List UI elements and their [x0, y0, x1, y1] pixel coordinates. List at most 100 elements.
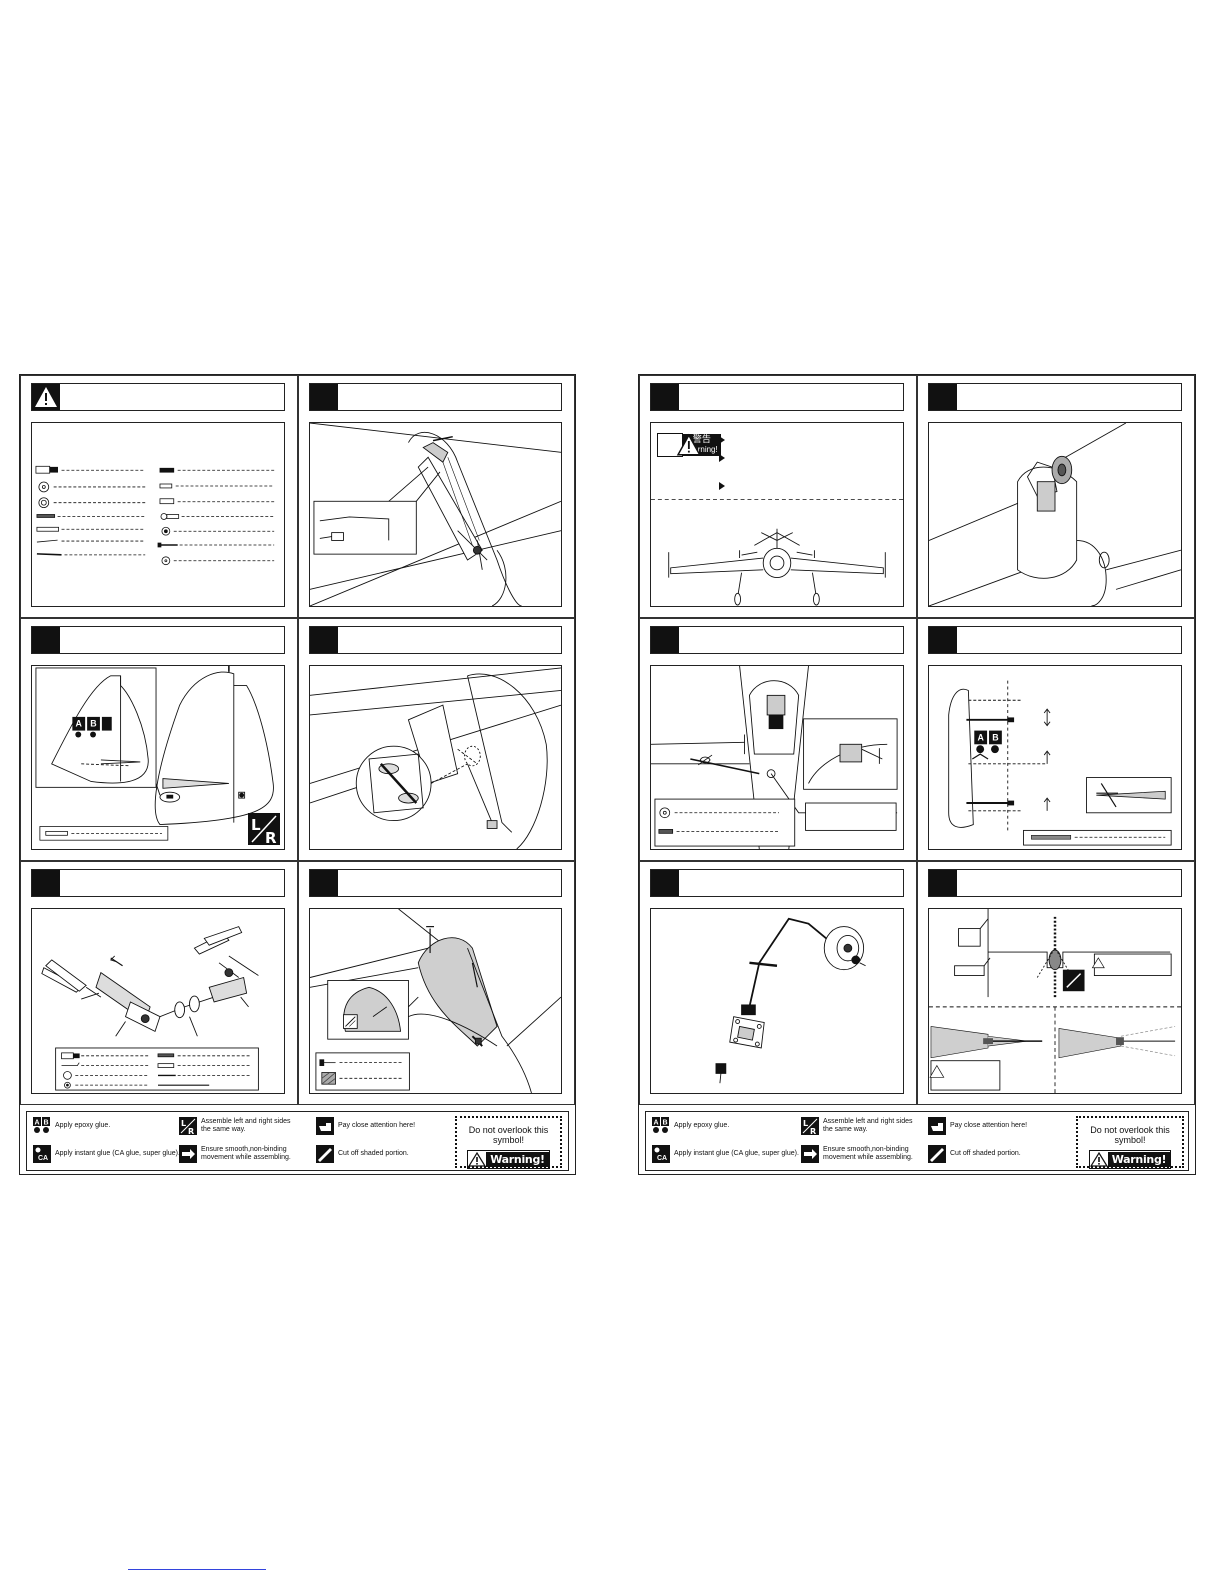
main-gear-drawing: [715, 917, 866, 1084]
step-cell-main-gear: [639, 861, 917, 1105]
svg-text:B: B: [43, 1120, 48, 1127]
svg-text:A: A: [653, 1120, 658, 1127]
legend-item: Cut off shaded portion.: [928, 1145, 1021, 1163]
step-number-block: [32, 627, 60, 653]
ab-epoxy-icon: A B: [971, 730, 1002, 760]
step-header: [31, 626, 285, 654]
bullet-arrow-icon: [719, 482, 725, 490]
tail-cone-drawing: [310, 909, 561, 1093]
bullet-arrow-icon: [719, 436, 725, 444]
step-header: [928, 383, 1182, 411]
step-number-block: [310, 870, 338, 896]
tail-cone-illustration: [309, 908, 562, 1094]
svg-text:B: B: [662, 1120, 667, 1127]
smooth-movement-icon: [801, 1145, 819, 1163]
step-header: [309, 626, 562, 654]
ab-epoxy-icon: A B: [652, 1117, 669, 1133]
step-header: [31, 383, 285, 411]
legend-item: A B Apply epoxy glue.: [33, 1117, 110, 1135]
footer-link-underline[interactable]: [128, 1569, 266, 1570]
warning-triangle-icon: [676, 433, 701, 456]
step-header: [650, 869, 904, 897]
symbol-legend: A B Apply epoxy glue. L R Assemble left …: [645, 1111, 1189, 1171]
step-number-block: [32, 870, 60, 896]
step-number-block: [929, 870, 957, 896]
warning-cn-label: 警告: [692, 435, 711, 445]
svg-text:R: R: [188, 1127, 194, 1135]
parts-list-drawing: [35, 465, 275, 566]
step-number-block: [310, 384, 338, 410]
step-header: [31, 869, 285, 897]
svg-text:L: L: [251, 816, 261, 834]
legend-item: L R Assemble left and right sides the sa…: [801, 1117, 913, 1135]
svg-text:A: A: [34, 1120, 39, 1127]
aileron-hinges-drawing: A B: [948, 680, 1172, 846]
cut-shaded-icon: [316, 1145, 334, 1163]
gear-mount-drawing: [651, 666, 898, 849]
warning-label: Warning!: [486, 1152, 549, 1167]
warning-triangle-icon: [1089, 1152, 1108, 1167]
svg-text:A: A: [977, 732, 984, 742]
tail-wheel-illustration: [928, 422, 1182, 607]
lr-symbol-icon: L R: [248, 813, 280, 845]
warning-triangle-icon: [32, 384, 60, 410]
step-number-block: [929, 384, 957, 410]
parts-list-panel: [31, 422, 285, 607]
step-cell-stabilizer-hinge: [298, 618, 575, 861]
svg-text:B: B: [992, 732, 998, 742]
ab-epoxy-icon: A B: [33, 1117, 50, 1133]
step-number-block: [651, 870, 679, 896]
legend-item: Pay close attention here!: [316, 1117, 415, 1135]
legend-item: CA Apply instant glue (CA glue, super gl…: [652, 1145, 799, 1163]
cut-shaded-icon: [928, 1145, 946, 1163]
step-cell-pushrod: [20, 861, 298, 1105]
warning-label: Warning!: [1107, 1152, 1171, 1167]
warning-symbol-box: Do not overlook this symbol! Warning!: [1076, 1116, 1184, 1169]
tail-wheel-drawing: [929, 423, 1181, 606]
ca-glue-icon: CA: [33, 1145, 51, 1163]
right-page: 警告 Warning!: [638, 374, 1196, 1175]
tail-assembly-drawing: [310, 423, 561, 606]
pushrod-drawing: [41, 926, 259, 1091]
aileron-hinges-illustration: A B: [928, 665, 1182, 850]
warning-box-title: Do not overlook this symbol!: [468, 1125, 549, 1145]
step-cell-parts-list: [20, 375, 298, 618]
step-header: [309, 383, 562, 411]
step-cell-tail-assembly: [298, 375, 575, 618]
bullet-arrow-icon: [719, 454, 725, 462]
step-header: [650, 626, 904, 654]
alignment-illustration: [928, 908, 1182, 1094]
front-view-drawing: [651, 498, 903, 606]
warning-en-label: Warning!: [686, 445, 718, 454]
step-header: [928, 869, 1182, 897]
lr-icon: L R: [801, 1117, 819, 1135]
step-number-block: [651, 384, 679, 410]
alignment-drawing: [929, 909, 1181, 1093]
svg-text:B: B: [90, 719, 96, 729]
hand-point-icon: [928, 1117, 946, 1135]
main-gear-illustration: [650, 908, 904, 1094]
step-number-block: [310, 627, 338, 653]
step-cell-warning-front-view: 警告 Warning!: [639, 375, 917, 618]
left-page: A B L R: [19, 374, 576, 1175]
svg-text:A: A: [76, 719, 83, 729]
svg-text:L: L: [803, 1119, 808, 1128]
warning-badge: 警告 Warning!: [657, 433, 721, 457]
step-cell-tail-wheel: [917, 375, 1195, 618]
svg-text:L: L: [181, 1119, 186, 1128]
legend-item: Cut off shaded portion.: [316, 1145, 409, 1163]
fin-rudder-drawing: A B: [35, 666, 274, 841]
step-cell-aileron-hinges: A B: [917, 618, 1195, 861]
step-header: [928, 626, 1182, 654]
tail-assembly-illustration: [309, 422, 562, 607]
step-header: [309, 869, 562, 897]
legend-item: A B Apply epoxy glue.: [652, 1117, 729, 1135]
step-cell-alignment: [917, 861, 1195, 1105]
gear-mount-illustration: [650, 665, 904, 850]
legend-item: Ensure smooth,non-binding movement while…: [179, 1145, 291, 1163]
step-number-block: [929, 627, 957, 653]
warning-box-title: Do not overlook this symbol!: [1090, 1125, 1170, 1145]
stabilizer-hinge-illustration: [309, 665, 562, 850]
legend-item: Ensure smooth,non-binding movement while…: [801, 1145, 913, 1163]
warning-symbol-box: Do not overlook this symbol! Warning!: [455, 1116, 562, 1169]
